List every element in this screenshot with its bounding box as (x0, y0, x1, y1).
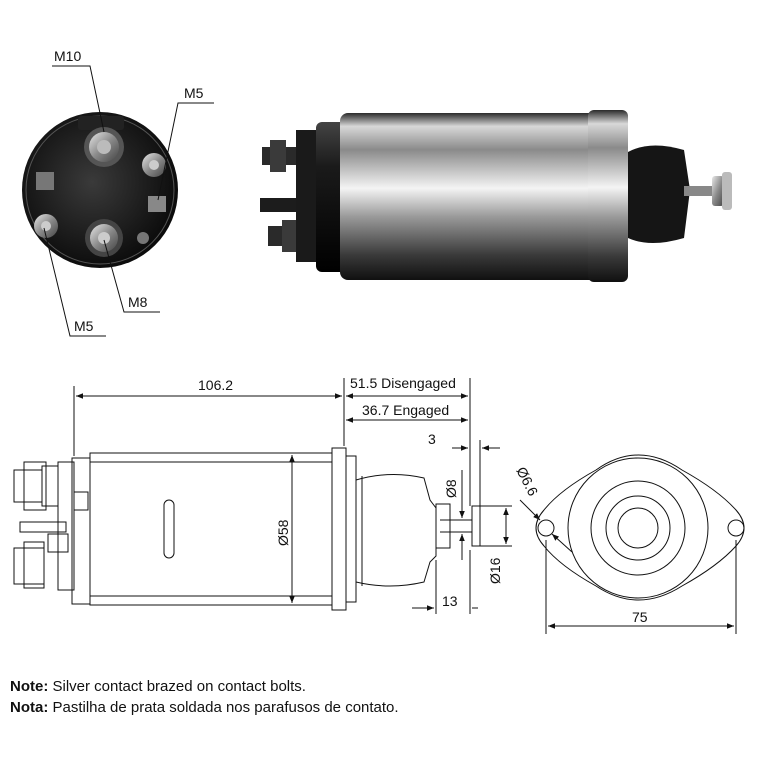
m5-left-terminal-icon (34, 172, 58, 238)
notes-block: Note: Silver contact brazed on contact b… (10, 676, 399, 718)
flange-end-view (535, 454, 745, 601)
dim-disengaged: 51.5 Disengaged (350, 375, 456, 391)
callout-m5-left: M5 (74, 318, 94, 334)
callout-m10: M10 (54, 48, 81, 64)
note-text: Silver contact brazed on contact bolts. (48, 678, 306, 695)
m8-terminal-icon (85, 219, 149, 257)
dim-body-length: 106.2 (198, 377, 233, 393)
note-label: Note: (10, 678, 49, 695)
side-dimension-lines (73, 378, 512, 614)
m5-right-terminal-icon (142, 153, 166, 212)
dim-plunger-head: 3 (428, 431, 436, 447)
dim-head-diameter: Ø16 (487, 557, 503, 584)
dim-hole-diameter: Ø6.6 (513, 464, 541, 498)
note-text: Pastilha de prata soldada nos parafusos … (48, 699, 399, 716)
callout-m8: M8 (128, 294, 148, 310)
m10-terminal-icon (78, 116, 124, 167)
side-view-photo (260, 110, 732, 282)
dim-body-diameter: Ø58 (275, 519, 291, 546)
flange-dimension-lines (519, 499, 737, 634)
note-portuguese: Nota: Pastilha de prata soldada nos para… (10, 697, 399, 718)
dim-engaged: 36.7 Engaged (362, 402, 449, 418)
callout-m5-right: M5 (184, 85, 204, 101)
dim-plunger-length: 13 (442, 593, 458, 609)
dim-plunger-diameter: Ø8 (443, 479, 459, 498)
end-view-photo (22, 112, 178, 268)
side-view-drawing (13, 447, 481, 611)
note-english: Note: Silver contact brazed on contact b… (10, 676, 399, 697)
note-label: Nota: (10, 699, 49, 716)
dim-hole-spacing: 75 (632, 609, 648, 625)
callout-lines (43, 65, 214, 337)
